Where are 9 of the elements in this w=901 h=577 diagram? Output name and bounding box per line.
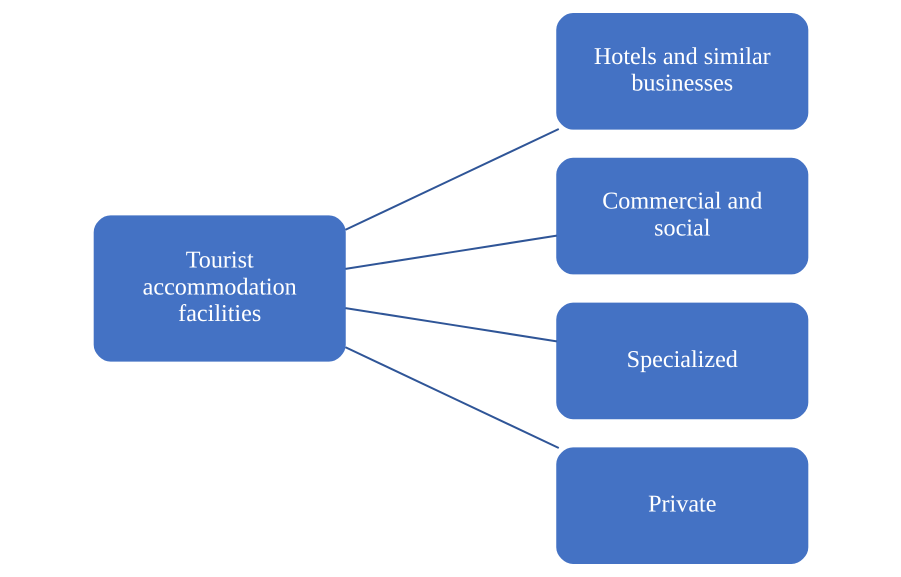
node-box: Private bbox=[556, 447, 808, 564]
connector bbox=[344, 346, 559, 449]
connector bbox=[344, 307, 556, 342]
node-box: Tourist accommodation facilities bbox=[93, 215, 346, 362]
node-box: Specialized bbox=[556, 302, 808, 420]
node-box: Hotels and similar businesses bbox=[556, 12, 808, 130]
connector bbox=[344, 234, 556, 270]
node-box: Commercial and social bbox=[556, 158, 808, 274]
connector bbox=[344, 128, 559, 231]
